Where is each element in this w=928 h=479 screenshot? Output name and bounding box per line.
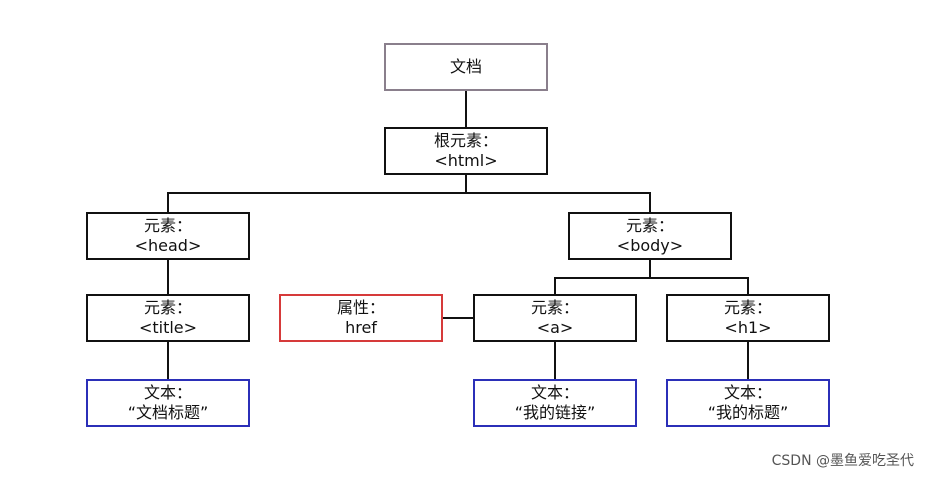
connector-h1-text [747,342,749,379]
a-text-value: “我的链接” [514,403,596,422]
body-element-node: 元素： <body> [568,212,732,260]
connector-head-title [167,260,169,294]
connector-root-down [465,175,467,193]
attribute-name: href [345,318,377,337]
title-text-node: 文本： “文档标题” [86,379,250,427]
connector-document-root [465,90,467,127]
a-element-tag: <a> [536,318,574,337]
connector-to-a [554,277,556,294]
connector-title-text [167,342,169,379]
title-element-label: 元素： [143,298,192,317]
a-element-label: 元素： [530,298,579,317]
head-element-node: 元素： <head> [86,212,250,260]
title-element-node: 元素： <title> [86,294,250,342]
title-text-value: “文档标题” [127,403,209,422]
title-text-label: 文本： [143,383,192,402]
watermark: CSDN @墨鱼爱吃圣代 [771,453,914,469]
connector-attr-a [443,317,473,319]
root-element-tag: <html> [434,151,498,170]
h1-element-label: 元素： [723,298,772,317]
document-node: 文档 [384,43,548,91]
attribute-node: 属性： href [279,294,443,342]
connector-a-text [554,342,556,379]
connector-body-down [649,260,651,278]
h1-text-value: “我的标题” [707,403,789,422]
root-element-label: 根元素： [433,131,498,150]
a-element-node: 元素： <a> [473,294,637,342]
h1-text-label: 文本： [723,383,772,402]
connector-to-h1 [747,277,749,294]
body-element-label: 元素： [625,216,674,235]
h1-element-node: 元素： <h1> [666,294,830,342]
connector-body-horizontal [554,277,749,279]
a-text-label: 文本： [530,383,579,402]
connector-root-horizontal [167,192,651,194]
head-element-tag: <head> [134,236,202,255]
root-element-node: 根元素： <html> [384,127,548,175]
a-text-node: 文本： “我的链接” [473,379,637,427]
body-element-tag: <body> [616,236,684,255]
h1-element-tag: <h1> [724,318,772,337]
h1-text-node: 文本： “我的标题” [666,379,830,427]
title-element-tag: <title> [138,318,198,337]
document-label: 文档 [449,57,482,76]
connector-to-head [167,192,169,212]
attribute-label: 属性： [336,298,385,317]
head-element-label: 元素： [143,216,192,235]
connector-to-body [649,192,651,212]
